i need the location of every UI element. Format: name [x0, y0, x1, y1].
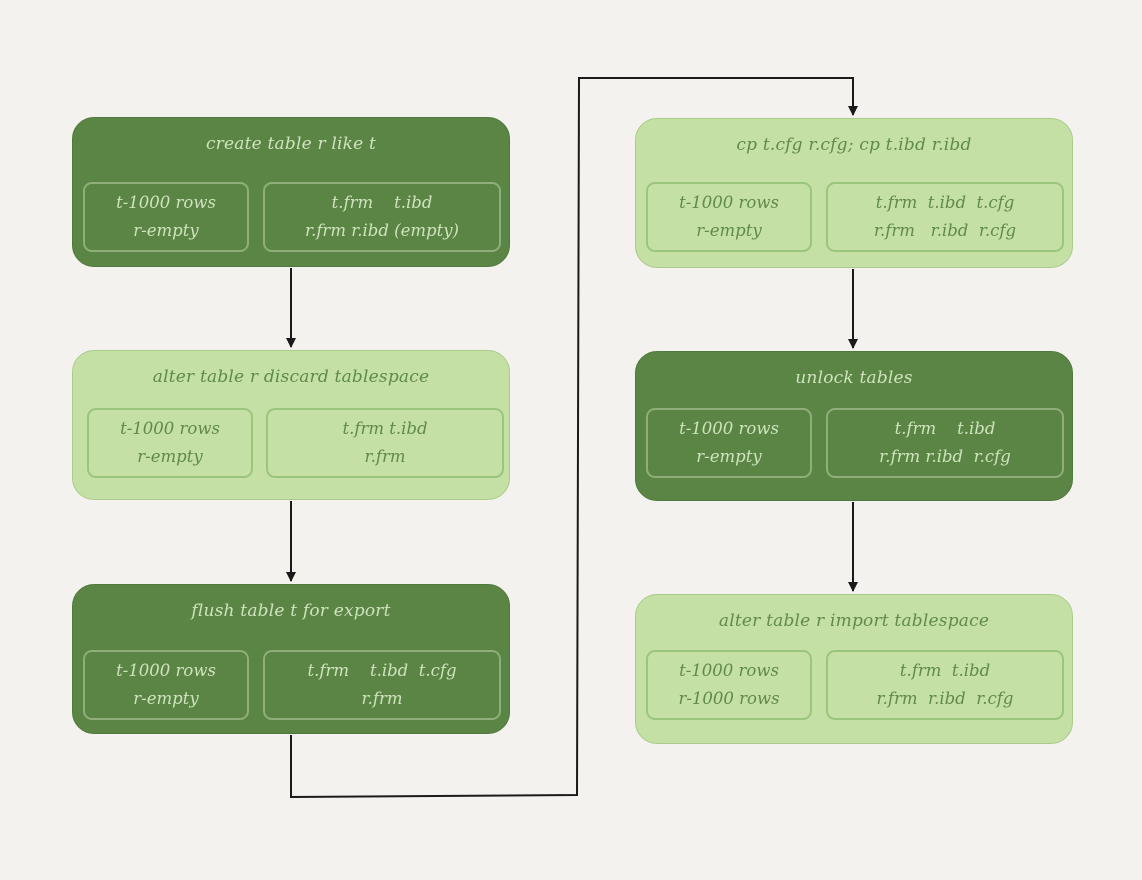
cell-line: t.frm t.ibd — [894, 419, 996, 438]
cell-line: t-1000 rows — [120, 419, 220, 438]
files-cell: t.frm t.ibd t.cfg r.frm — [263, 650, 501, 720]
cell-line: r-empty — [696, 221, 762, 240]
row-count-cell: t-1000 rows r-empty — [83, 650, 249, 720]
cell-line: r.frm — [364, 447, 406, 466]
cell-line: t-1000 rows — [679, 193, 779, 212]
step-discard-tablespace: alter table r discard tablespace t-1000 … — [72, 350, 510, 500]
row-count-cell: t-1000 rows r-1000 rows — [646, 650, 812, 720]
cell-line: r.frm r.ibd (empty) — [305, 221, 459, 240]
cell-line: r.frm — [361, 689, 403, 708]
cell-line: t.frm t.ibd t.cfg — [875, 193, 1015, 212]
step-title: create table r like t — [205, 134, 377, 154]
step-create-table: create table r like t t-1000 rows r-empt… — [72, 117, 510, 267]
cell-line: r.frm r.ibd r.cfg — [873, 221, 1017, 240]
cell-line: r-empty — [133, 221, 199, 240]
files-cell: t.frm t.ibd r.frm r.ibd (empty) — [263, 182, 501, 252]
cell-line: t-1000 rows — [679, 661, 779, 680]
cell-line: r-1000 rows — [678, 689, 780, 708]
row-count-cell: t-1000 rows r-empty — [83, 182, 249, 252]
files-cell: t.frm t.ibd r.frm r.ibd r.cfg — [826, 408, 1064, 478]
step-unlock-tables: unlock tables t-1000 rows r-empty t.frm … — [635, 351, 1073, 501]
step-title: alter table r import tablespace — [718, 611, 990, 631]
files-cell: t.frm t.ibd t.cfg r.frm r.ibd r.cfg — [826, 182, 1064, 252]
cell-line: r.frm r.ibd r.cfg — [876, 689, 1014, 708]
row-count-cell: t-1000 rows r-empty — [646, 182, 812, 252]
cell-line: t.frm t.ibd — [331, 193, 433, 212]
step-title: flush table t for export — [191, 601, 391, 621]
cell-line: r-empty — [696, 447, 762, 466]
step-import-tablespace: alter table r import tablespace t-1000 r… — [635, 594, 1073, 744]
cell-line: t.frm t.ibd t.cfg — [307, 661, 457, 680]
cell-line: t-1000 rows — [116, 193, 216, 212]
row-count-cell: t-1000 rows r-empty — [646, 408, 812, 478]
step-title: alter table r discard tablespace — [152, 367, 430, 387]
files-cell: t.frm t.ibd r.frm — [266, 408, 504, 478]
cell-line: r-empty — [133, 689, 199, 708]
step-title: unlock tables — [795, 368, 913, 388]
step-copy-files: cp t.cfg r.cfg; cp t.ibd r.ibd t-1000 ro… — [635, 118, 1073, 268]
cell-line: r.frm r.ibd r.cfg — [879, 447, 1011, 466]
cell-line: t-1000 rows — [116, 661, 216, 680]
cell-line: t.frm t.ibd — [342, 419, 428, 438]
step-title: cp t.cfg r.cfg; cp t.ibd r.ibd — [736, 135, 972, 155]
files-cell: t.frm t.ibd r.frm r.ibd r.cfg — [826, 650, 1064, 720]
step-flush-table: flush table t for export t-1000 rows r-e… — [72, 584, 510, 734]
row-count-cell: t-1000 rows r-empty — [87, 408, 253, 478]
arrow-step3-to-step4 — [290, 77, 858, 799]
cell-line: t.frm t.ibd — [899, 661, 991, 680]
cell-line: t-1000 rows — [679, 419, 779, 438]
cell-line: r-empty — [137, 447, 203, 466]
